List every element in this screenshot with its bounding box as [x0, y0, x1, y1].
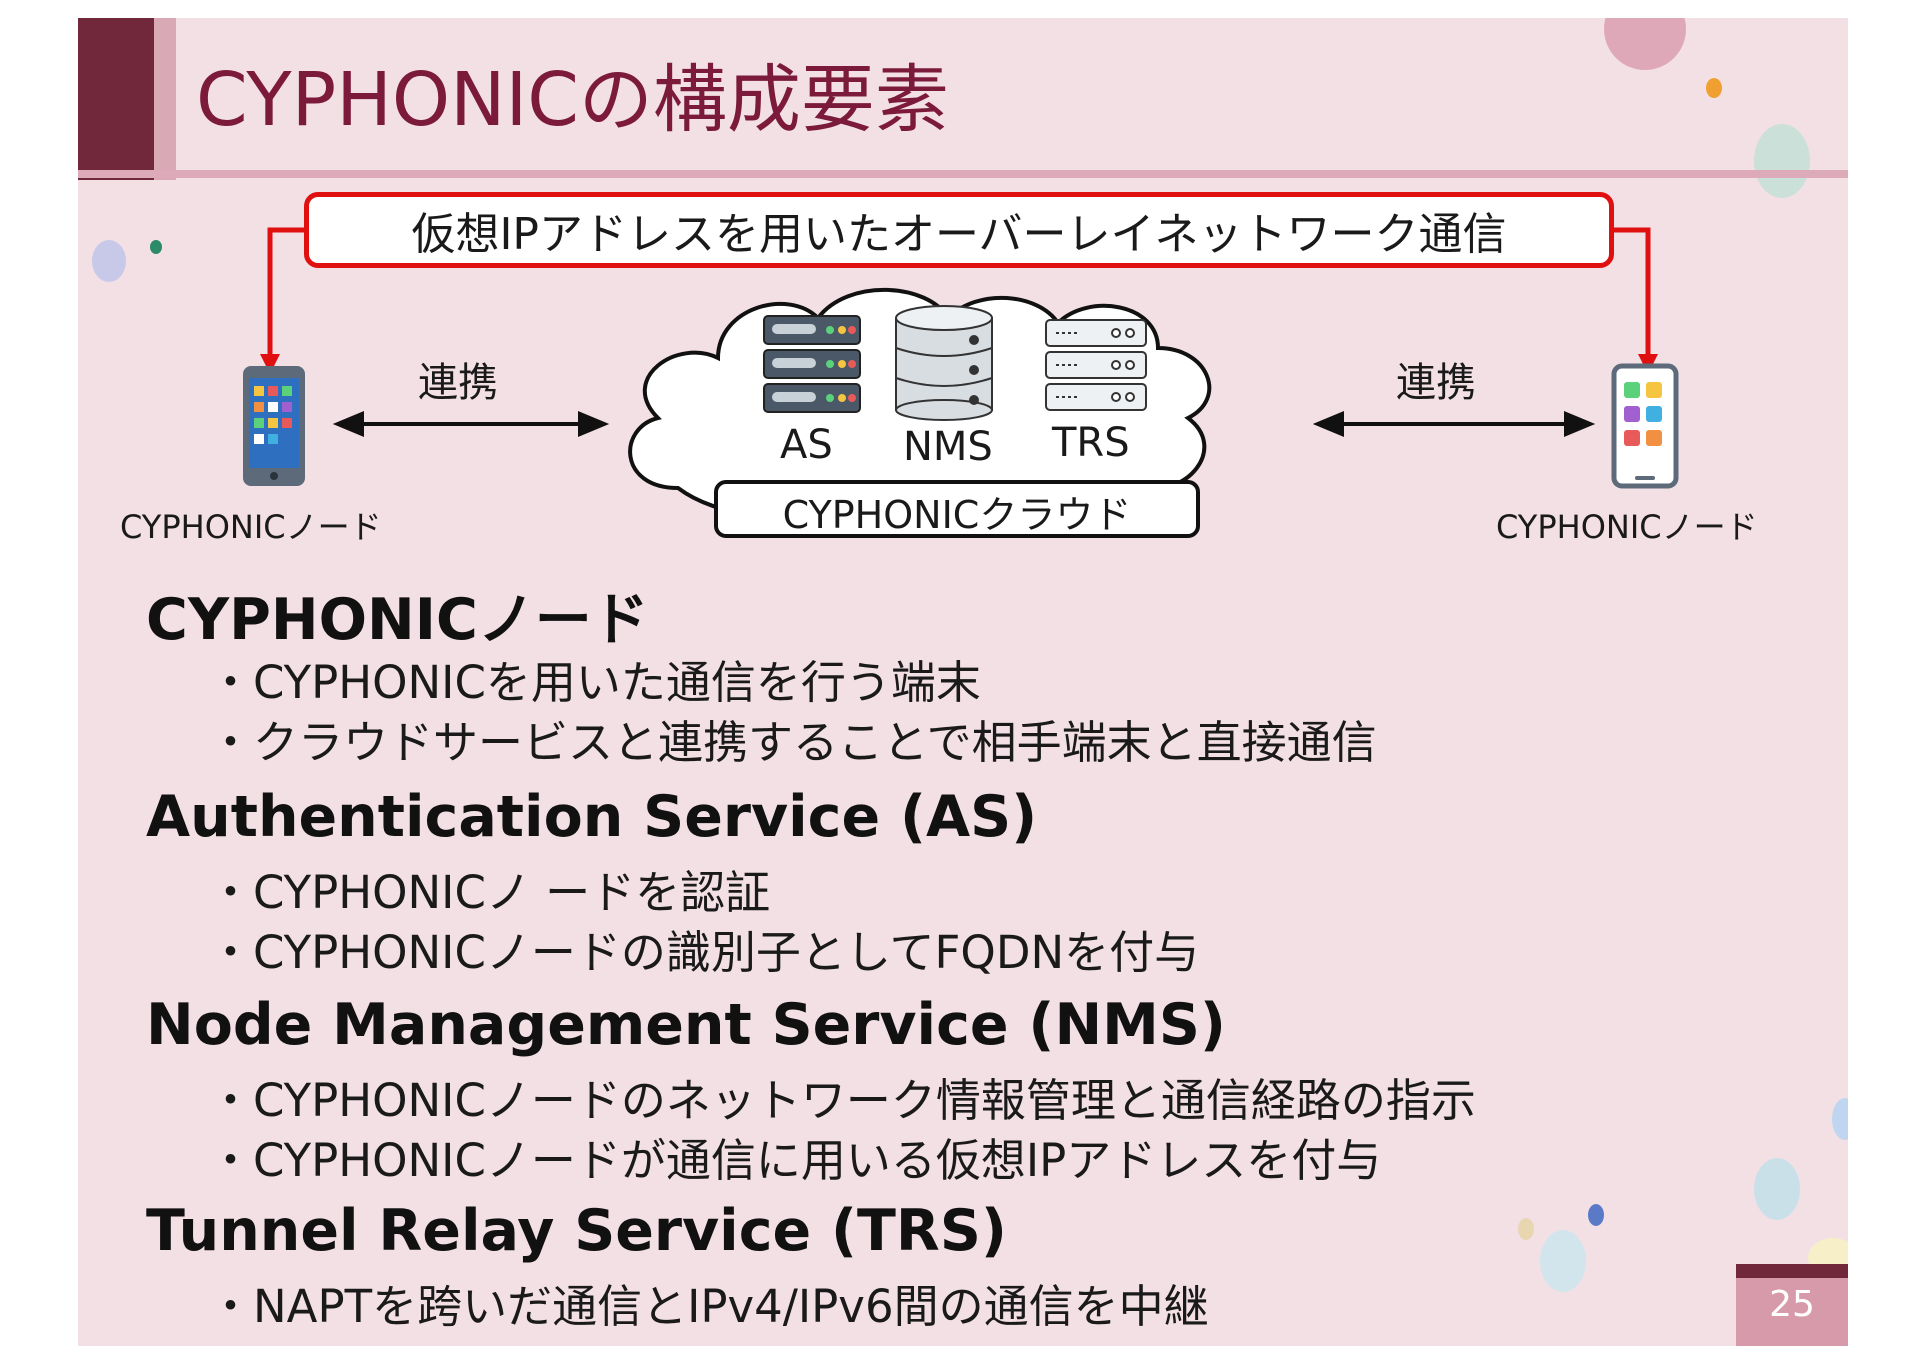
- link-label-right: 連携: [1396, 360, 1476, 406]
- decor-dot: [1754, 124, 1810, 198]
- smartphone-icon: [243, 366, 305, 486]
- section-heading-node: CYPHONICノード: [146, 587, 649, 653]
- section-heading-nms: Node Management Service (NMS): [146, 992, 1226, 1058]
- page-number-accent: [1736, 1264, 1848, 1278]
- link-arrow-left: [332, 411, 610, 437]
- architecture-diagram: [243, 227, 1679, 538]
- database-icon: [895, 305, 993, 421]
- server-label-nms: NMS: [903, 424, 993, 470]
- link-label-left: 連携: [418, 360, 498, 406]
- cloud-label-box: [714, 480, 1200, 538]
- cloud-label: CYPHONICクラウド: [782, 493, 1132, 537]
- overlay-arrowhead-left: [260, 354, 280, 374]
- slide: CYPHONICの構成要素: [78, 18, 1848, 1346]
- section-heading-as: Authentication Service (AS): [146, 784, 1038, 850]
- page-number: 25: [1769, 1284, 1815, 1325]
- node-label-right: CYPHONICノード: [1496, 508, 1758, 546]
- server-label-trs: TRS: [1052, 420, 1130, 466]
- decor-dot: [92, 240, 126, 282]
- overlay-network-label: 仮想IPアドレスを用いたオーバーレイネットワーク通信: [411, 209, 1507, 260]
- decor-dot: [1832, 1098, 1848, 1140]
- overlay-arrow-right: [1612, 227, 1651, 358]
- page-title: CYPHONICの構成要素: [196, 57, 949, 143]
- decor-dot: [1706, 78, 1722, 98]
- section-heading-trs: Tunnel Relay Service (TRS): [146, 1198, 1007, 1264]
- bullet-item: ・CYPHONICを用いた通信を行う端末: [208, 656, 981, 709]
- bullet-item: ・NAPTを跨いだ通信とIPv4/IPv6間の通信を中継: [208, 1280, 1209, 1333]
- server-label-as: AS: [780, 422, 833, 468]
- tablet-icon: [1611, 363, 1679, 489]
- bullet-item: ・クラウドサービスと連携することで相手端末と直接通信: [208, 716, 1377, 769]
- decor-dot: [1754, 1158, 1800, 1220]
- link-arrow-right: [1312, 411, 1596, 437]
- server-icon: [1045, 319, 1147, 411]
- server-rack-icon: [763, 315, 861, 413]
- title-accent-strip: [154, 18, 176, 180]
- decor-dot: [150, 240, 162, 254]
- title-underline: [78, 170, 1848, 178]
- node-label-left: CYPHONICノード: [120, 508, 382, 546]
- decor-dot: [1518, 1218, 1534, 1240]
- overlay-arrow-left: [267, 227, 306, 358]
- decor-dot: [1540, 1230, 1586, 1292]
- decor-dot: [1588, 1204, 1604, 1226]
- overlay-arrows: [267, 227, 1651, 358]
- overlay-network-box: 仮想IPアドレスを用いたオーバーレイネットワーク通信: [304, 192, 1614, 268]
- bullet-item: ・CYPHONICノードが通信に用いる仮想IPアドレスを付与: [208, 1134, 1382, 1187]
- bullet-item: ・CYPHONICノードのネットワーク情報管理と通信経路の指示: [208, 1074, 1476, 1127]
- bullet-item: ・CYPHONICノ ードを認証: [208, 866, 771, 919]
- bullet-item: ・CYPHONICノードの識別子としてFQDNを付与: [208, 926, 1200, 979]
- title-accent-block: [78, 18, 154, 180]
